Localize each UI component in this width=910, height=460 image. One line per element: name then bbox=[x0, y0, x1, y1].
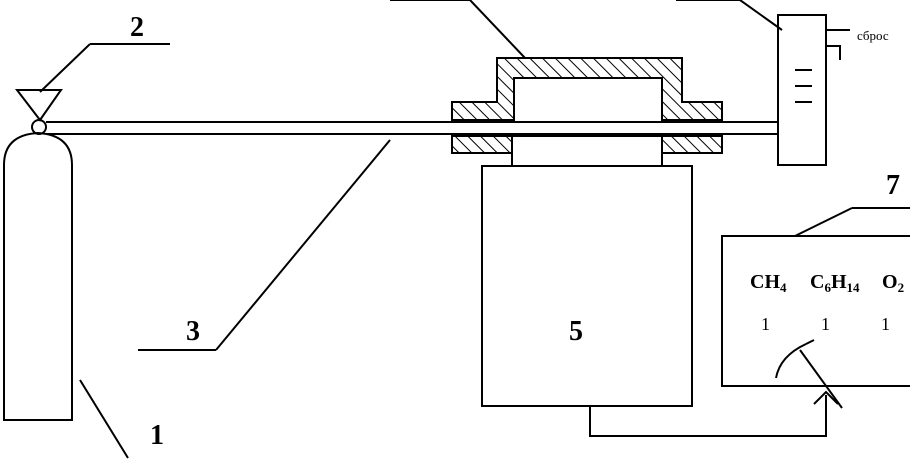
sample-line bbox=[589, 395, 827, 437]
sample-arrow bbox=[813, 390, 839, 405]
gas-o2: O2 bbox=[882, 271, 904, 295]
leader-3-diag bbox=[215, 139, 391, 351]
arc-arrow bbox=[805, 339, 815, 345]
leader-2-diag bbox=[39, 43, 91, 93]
mark-2: 1 bbox=[821, 314, 830, 334]
valve-funnel bbox=[14, 89, 63, 122]
label-3: 3 bbox=[186, 316, 200, 347]
gas-ch4: CH4 bbox=[750, 271, 787, 295]
flange-right-hatched bbox=[661, 135, 723, 154]
reactor-neck bbox=[511, 135, 663, 167]
label-1: 1 bbox=[150, 420, 164, 451]
label-7: 7 bbox=[886, 170, 900, 201]
leader-7-diag bbox=[794, 207, 853, 237]
leader-6-diag bbox=[739, 0, 783, 31]
selector-line bbox=[799, 349, 843, 409]
leader-4-diag bbox=[469, 0, 526, 59]
reactor-cap-hatched bbox=[451, 57, 723, 121]
valve-ball bbox=[31, 119, 47, 135]
outlet-pipe bbox=[826, 29, 850, 60]
oven-box bbox=[481, 165, 693, 407]
label-2: 2 bbox=[130, 12, 144, 43]
mark-1: 1 bbox=[761, 314, 770, 334]
flange-left-hatched bbox=[451, 135, 513, 154]
gas-cylinder bbox=[3, 131, 73, 421]
mark-3: 1 bbox=[881, 314, 890, 334]
selector-arc bbox=[775, 343, 807, 379]
leader-1 bbox=[79, 379, 129, 459]
label-5: 5 bbox=[569, 316, 583, 347]
analyzer-box bbox=[721, 235, 910, 387]
gas-c6h14: C6H14 bbox=[810, 271, 860, 295]
outlet-vessel bbox=[777, 14, 827, 166]
outlet-label: сброс bbox=[857, 28, 889, 43]
